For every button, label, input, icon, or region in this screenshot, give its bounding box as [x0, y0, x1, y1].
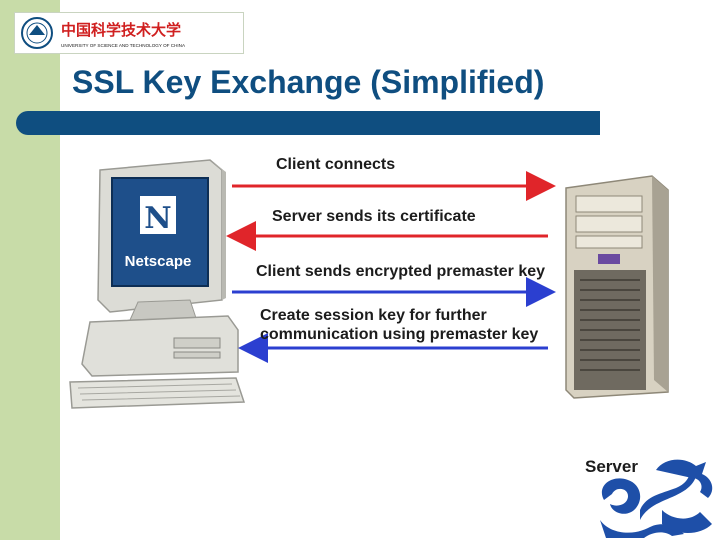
svg-text:N: N	[144, 201, 171, 236]
step-label-session-key: Create session key for further communica…	[260, 307, 539, 343]
step-label-premaster-key: Client sends encrypted premaster key	[256, 263, 546, 280]
svg-text:UNIVERSITY OF SCIENCE AND TECH: UNIVERSITY OF SCIENCE AND TECHNOLOGY OF …	[61, 43, 186, 48]
logo-emblem-icon: 中国科学技术大学 UNIVERSITY OF SCIENCE AND TECHN…	[21, 17, 186, 49]
svg-text:中国科学技术大学: 中国科学技术大学	[61, 21, 181, 39]
svg-text:Netscape: Netscape	[125, 253, 192, 270]
dragon-logo-icon	[600, 459, 713, 538]
client-computer-icon: N Netscape	[69, 159, 246, 409]
title-underline-bar	[16, 111, 600, 135]
university-logo: 中国科学技术大学 UNIVERSITY OF SCIENCE AND TECHN…	[14, 12, 244, 54]
server-label: Server	[585, 457, 638, 476]
step-label-server-certificate: Server sends its certificate	[272, 208, 476, 225]
slide-title: SSL Key Exchange (Simplified)	[72, 64, 545, 100]
server-tower-icon	[565, 175, 669, 399]
step-label-client-connects: Client connects	[276, 156, 396, 173]
left-sidebar-band	[0, 0, 60, 540]
